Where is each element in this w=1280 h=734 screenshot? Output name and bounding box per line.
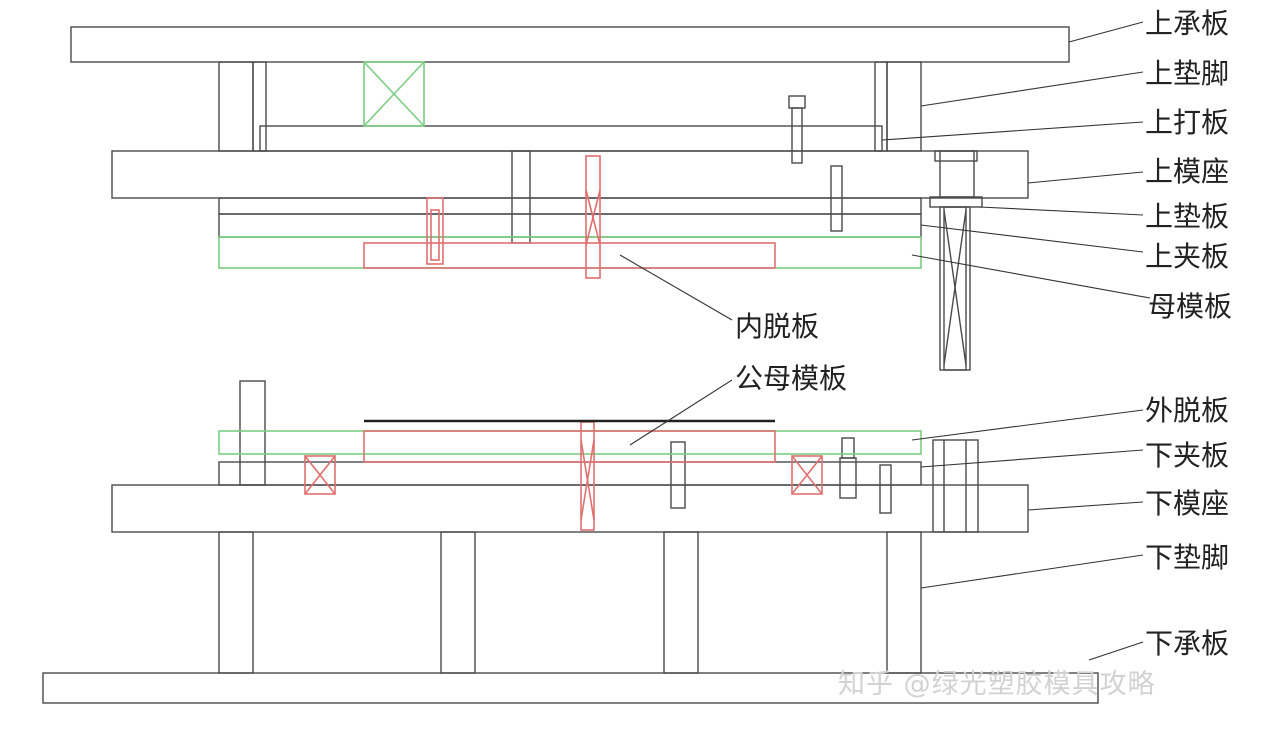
lower-spacer-block-3 [663, 531, 699, 674]
lower-die-set [111, 484, 1029, 533]
label-upper-clamp: 上夹板 [1145, 240, 1229, 273]
upper-clamp-plate [70, 26, 1070, 63]
watermark: 知乎 @绿光塑胶模具攻略 [838, 669, 1156, 700]
label-lower-support-plate: 下承板 [1145, 627, 1229, 660]
punch-die-plate [363, 430, 776, 463]
upper-die-set [111, 150, 1029, 199]
cavity-plate [218, 236, 922, 269]
label-lower-die-set: 下模座 [1145, 487, 1229, 520]
label-upper-spacer-block: 上垫脚 [1145, 57, 1229, 90]
label-lower-clamp: 下夹板 [1145, 439, 1229, 472]
label-cavity-plate: 母模板 [1148, 290, 1232, 323]
upper-backing-plate [218, 197, 922, 215]
label-upper-backing-plate: 上垫板 [1145, 200, 1229, 233]
upper-clamp [218, 213, 922, 238]
label-inner-stripper: 内脱板 [735, 310, 819, 343]
upper-spacer-block-left [218, 61, 254, 152]
guide-bushing [939, 150, 975, 198]
lower-support-plate [42, 672, 1099, 704]
lower-spacer-block-4 [886, 531, 922, 674]
label-upper-die-set: 上模座 [1145, 155, 1229, 188]
outer-stripper-plate [218, 430, 922, 455]
upper-support-pillar-block [363, 61, 425, 127]
inner-stripper-plate [363, 242, 776, 269]
upper-striker-plate [259, 125, 883, 152]
label-upper-clamp-plate: 上承板 [1145, 7, 1229, 40]
label-punch-die-plate: 公母模板 [735, 362, 847, 395]
label-outer-stripper: 外脱板 [1145, 394, 1229, 427]
lower-spacer-block-2 [440, 531, 476, 674]
lower-spacer-block-1 [218, 531, 254, 674]
label-upper-striker-plate: 上打板 [1145, 106, 1229, 139]
label-lower-spacer-block: 下垫脚 [1145, 541, 1229, 574]
